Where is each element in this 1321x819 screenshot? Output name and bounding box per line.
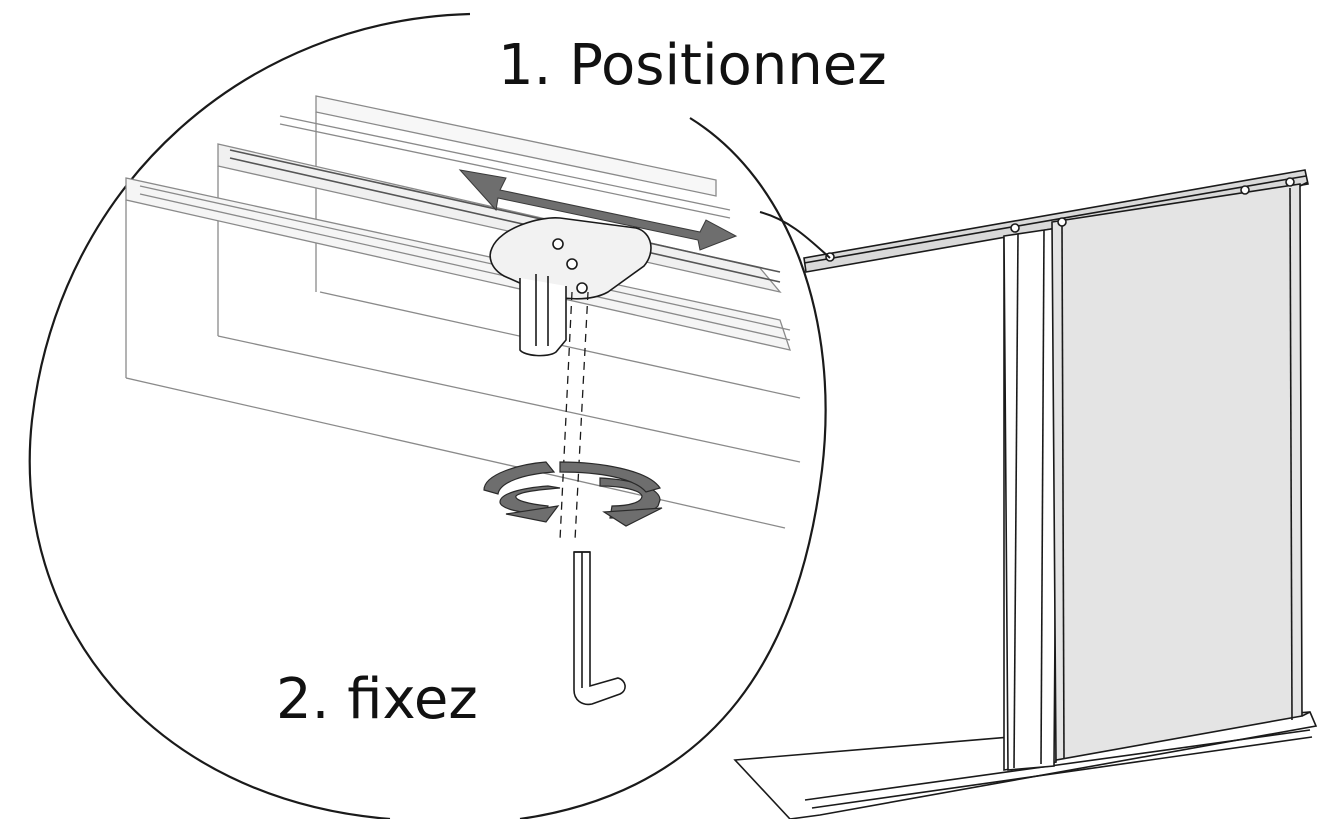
front-door bbox=[1051, 183, 1303, 761]
wardrobe-doors-overview bbox=[733, 169, 1318, 819]
rotate-arrow-icon bbox=[483, 461, 663, 527]
rail-profile bbox=[125, 95, 801, 529]
magnifier-circle bbox=[28, 12, 827, 819]
magnifier-detail bbox=[28, 12, 827, 819]
allen-key-icon bbox=[573, 551, 626, 706]
middle-door bbox=[1003, 227, 1059, 771]
hanger-bracket bbox=[489, 217, 652, 357]
magnifier-leader bbox=[759, 211, 831, 259]
double-arrow-icon bbox=[458, 169, 738, 251]
step-2-label: 2. fixez bbox=[270, 670, 484, 730]
step-1-label: 1. Positionnez bbox=[490, 36, 895, 96]
